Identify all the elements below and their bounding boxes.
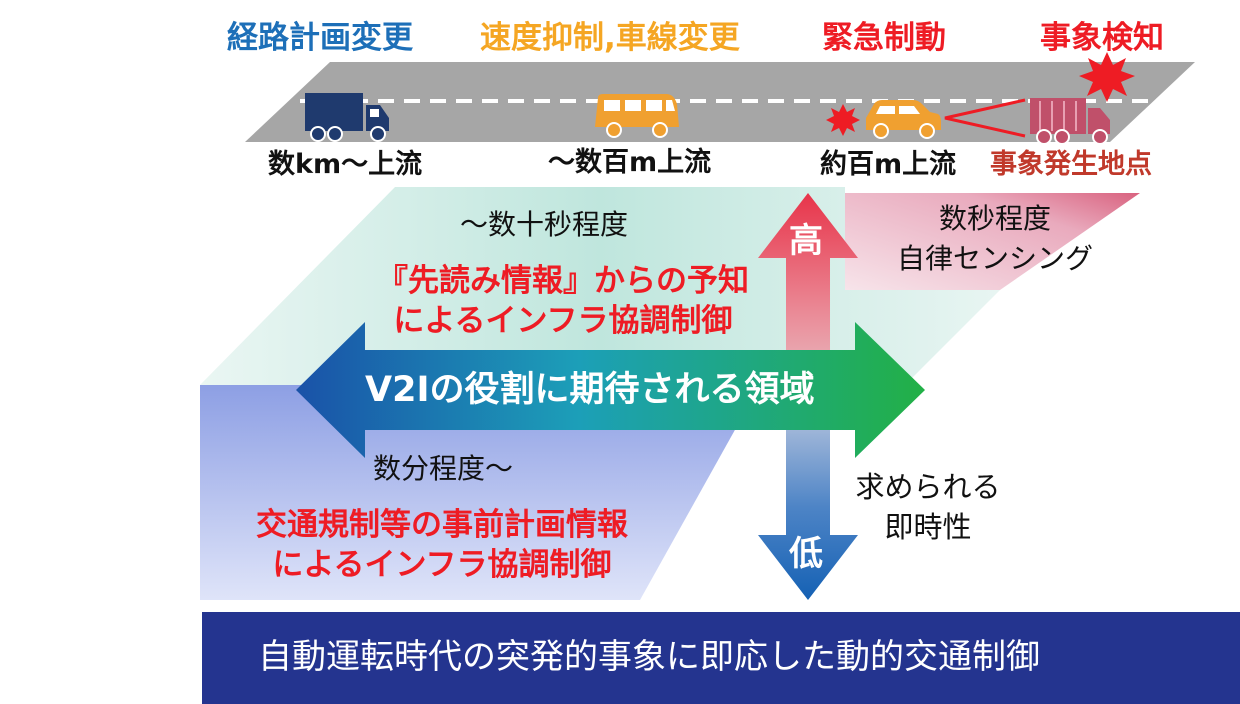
label-minutes: 数分程度～ <box>373 452 514 485</box>
label-seconds: 数秒程度 <box>938 202 1051 235</box>
truck-icon <box>305 93 389 142</box>
label-regulation-line1: 交通規制等の事前計画情報 <box>256 507 628 543</box>
v2i-arrow <box>296 322 925 458</box>
car-icon <box>866 100 941 139</box>
label-low: 低 <box>789 534 823 574</box>
header-event-detect: 事象検知 <box>1040 20 1164 56</box>
label-high: 高 <box>789 221 823 261</box>
burst-icon <box>1079 52 1135 102</box>
label-lookahead-line1: 『先読み情報』からの予知 <box>377 263 749 299</box>
label-regulation-line2: によるインフラ協調制御 <box>272 547 612 583</box>
sensing-beam <box>944 98 1026 138</box>
label-hundred-m-upstream: 約百m上流 <box>820 149 957 180</box>
burst-icon <box>826 104 860 136</box>
van-icon <box>595 94 679 138</box>
label-immediacy-line1: 求められる <box>855 470 1001 504</box>
label-event-point: 事象発生地点 <box>990 149 1152 180</box>
zone-minutes <box>200 385 760 600</box>
zone-seconds <box>845 193 1140 290</box>
header-speed-lane: 速度抑制,車線変更 <box>480 20 740 56</box>
bottom-banner <box>202 612 1240 704</box>
label-lookahead-line2: によるインフラ協調制御 <box>393 303 733 339</box>
banner-text: 自動運転時代の突発的事象に即応した動的交通制御 <box>258 637 1040 677</box>
header-route-change: 経路計画変更 <box>227 20 413 56</box>
label-autonomous-sensing: 自律センシング <box>896 242 1093 275</box>
label-tens-of-seconds: ～数十秒程度 <box>460 208 629 241</box>
label-km-upstream: 数km～上流 <box>268 149 423 180</box>
label-immediacy-line2: 即時性 <box>884 510 972 544</box>
header-emergency-brake: 緊急制動 <box>822 20 946 56</box>
accident-truck-icon <box>1030 98 1110 145</box>
low-arrow <box>758 415 858 600</box>
high-arrow <box>758 193 858 420</box>
label-hundreds-m-upstream: ～数百m上流 <box>548 147 712 178</box>
v2i-arrow-label: V2Iの役割に期待される領域 <box>365 370 815 410</box>
